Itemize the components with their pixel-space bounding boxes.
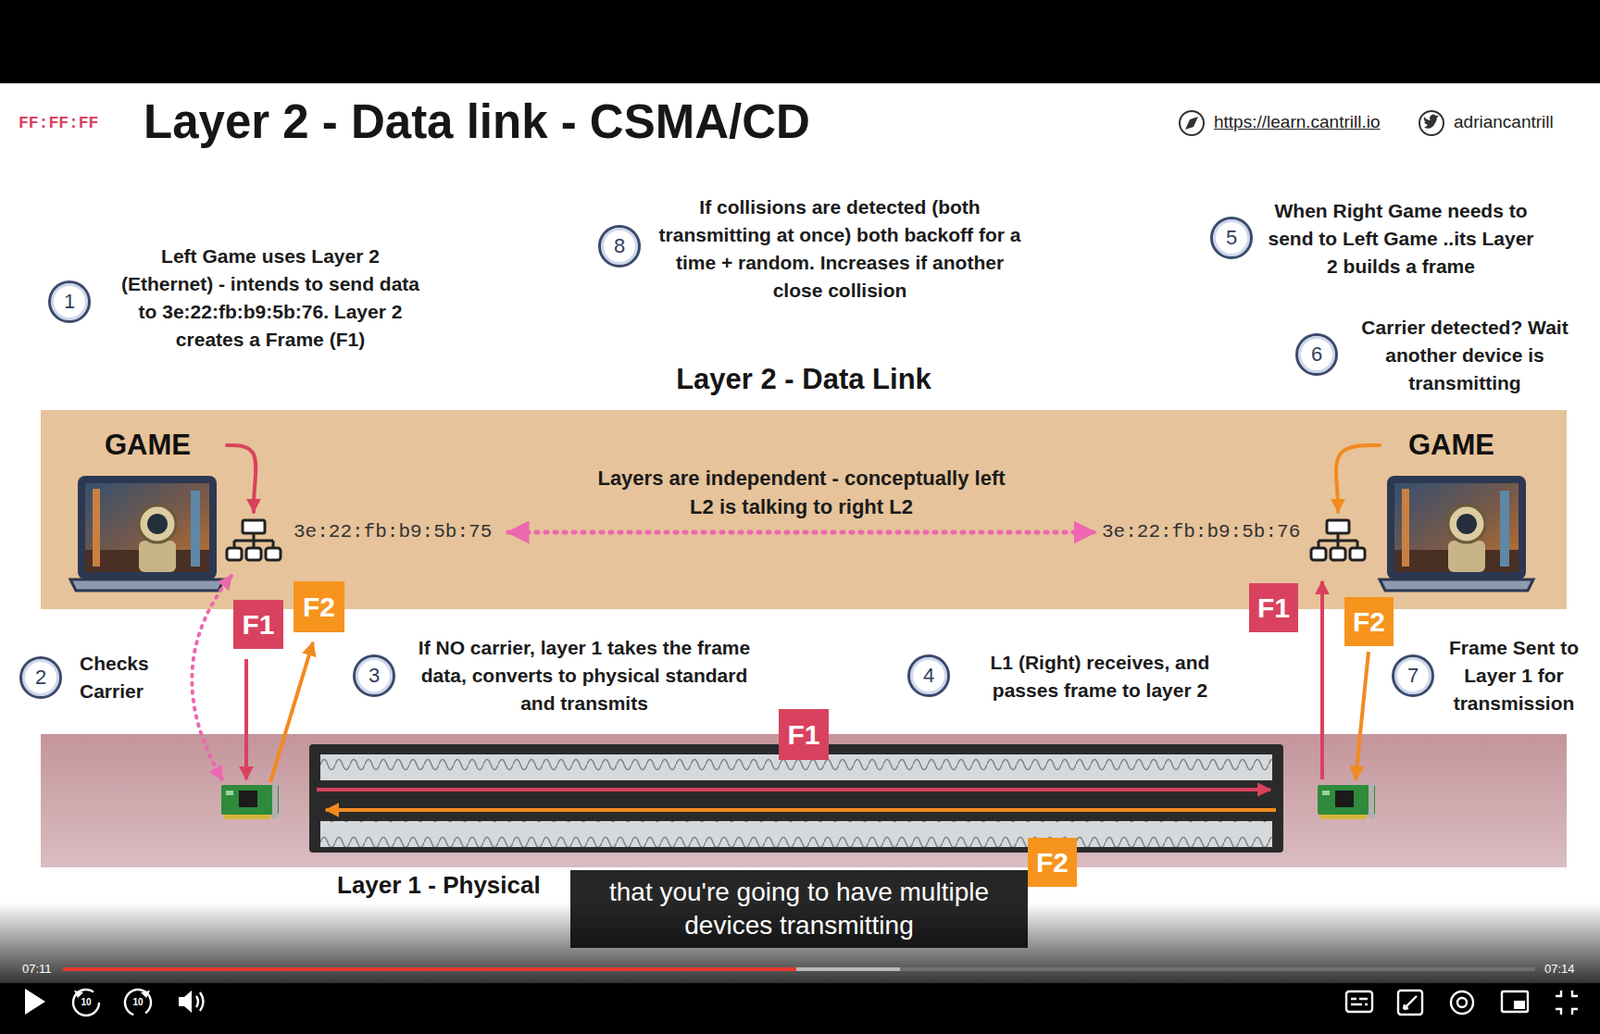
- step-text: If collisions are detected (both transmi…: [650, 193, 1030, 305]
- step-callout: 1 Left Game uses Layer 2 (Ethernet) - int…: [48, 242, 424, 354]
- video-top-bar: [0, 0, 1600, 84]
- cable: [309, 744, 1284, 853]
- connector: [508, 530, 1095, 536]
- progress-bar: [62, 967, 1536, 972]
- frame-label: F2: [1036, 847, 1069, 878]
- frame-box: F2: [293, 581, 345, 633]
- connector: [226, 445, 256, 513]
- device-name: GAME: [1408, 428, 1495, 463]
- step-callout: 3If NO carrier, layer 1 takes the frame …: [352, 634, 765, 718]
- connector: [1336, 445, 1380, 513]
- callout-number: 6: [1295, 333, 1338, 376]
- twitter-icon: [1419, 111, 1444, 136]
- frame-box: F2: [1027, 837, 1077, 888]
- logo-text: FF:FF:FF: [18, 113, 99, 135]
- step-callout: 4 L1 (Right) receives, and passes frame t…: [907, 649, 1235, 705]
- frame-box: F2: [1344, 597, 1394, 647]
- callout-number: 7: [1391, 654, 1435, 698]
- frame-label: F2: [302, 591, 336, 623]
- device-name: GAME: [104, 428, 191, 463]
- skip-seconds: 10: [80, 997, 91, 1009]
- frame-label: F1: [1257, 592, 1290, 624]
- step-callout: 5When Right Game needs to send to Left G…: [1210, 197, 1540, 281]
- laptop-illustration: [70, 475, 225, 591]
- step-text: Checks Carrier: [79, 650, 177, 706]
- edge-label: Layers are independent - conceptually le…: [584, 463, 1020, 522]
- network-icon: [1311, 520, 1365, 561]
- step-text: If NO carrier, layer 1 takes the frame d…: [403, 634, 765, 718]
- network-icon: [226, 520, 281, 561]
- step-text: Carrier detected? Wait another device is…: [1353, 313, 1576, 398]
- frame-box: F1: [1249, 583, 1299, 633]
- layer2-interface: 3e:22:fb:b9:5b:76: [1098, 512, 1367, 570]
- step-text: Left Game uses Layer 2 (Ethernet) - inte…: [117, 242, 424, 354]
- video-caption: that you're going to have multiple devic…: [570, 870, 1028, 949]
- twitter-handle: adriancantrill: [1453, 112, 1554, 134]
- laptop-illustration: [1379, 475, 1534, 591]
- callout-number: 2: [19, 656, 63, 700]
- step-text: Frame Sent to Layer 1 for transmission: [1437, 634, 1591, 718]
- time-total: 07:14: [1544, 962, 1575, 977]
- layer-band: F1F2Layer 1 - Physical: [40, 734, 1567, 868]
- url-link: https://learn.cantrill.io: [1213, 112, 1381, 134]
- mac-address: 3e:22:fb:b9:5b:75: [293, 520, 492, 545]
- network-card: [221, 783, 279, 820]
- frame-flow-arrows: [191, 575, 1369, 783]
- layer2-interface: 3e:22:fb:b9:5b:75: [225, 512, 505, 570]
- device-node: GAME: [1379, 428, 1533, 589]
- frame-box: F1: [778, 709, 829, 761]
- callout-number: 5: [1210, 216, 1253, 260]
- device-node: GAME: [73, 428, 227, 589]
- mac-address: 3e:22:fb:b9:5b:76: [1101, 520, 1300, 545]
- step-callout: 7Frame Sent to Layer 1 for transmission: [1391, 634, 1591, 718]
- frame-label: F1: [241, 609, 275, 640]
- url-icon: [1179, 111, 1204, 136]
- callout-number: 1: [48, 280, 91, 324]
- step-callout: 2 Checks Carrier: [19, 650, 177, 706]
- player-shade: [0, 902, 1600, 984]
- player-controls: [25, 986, 1578, 1020]
- band-heading: Layer 2 - Data Link: [40, 362, 1567, 397]
- slide-title: Layer 2 - Data link - CSMA/CD: [143, 95, 811, 150]
- callout-number: 4: [907, 654, 950, 698]
- player-bar: [0, 983, 1600, 1034]
- step-callout: 6 Carrier detected? Wait another device i…: [1295, 313, 1576, 398]
- callout-number: 8: [598, 225, 641, 268]
- step-text: When Right Game needs to send to Left Ga…: [1262, 197, 1540, 281]
- frame-label: F2: [1352, 606, 1386, 638]
- network-card: [1317, 783, 1375, 820]
- time-elapsed: 07:11: [22, 962, 52, 977]
- callout-number: 3: [352, 654, 396, 698]
- frame-label: F1: [787, 719, 820, 750]
- step-callout: 8If collisions are detected (both transm…: [598, 193, 1030, 305]
- step-text: L1 (Right) receives, and passes frame to…: [965, 649, 1235, 705]
- frame-box: F1: [233, 600, 284, 650]
- skip-seconds: 10: [132, 997, 143, 1009]
